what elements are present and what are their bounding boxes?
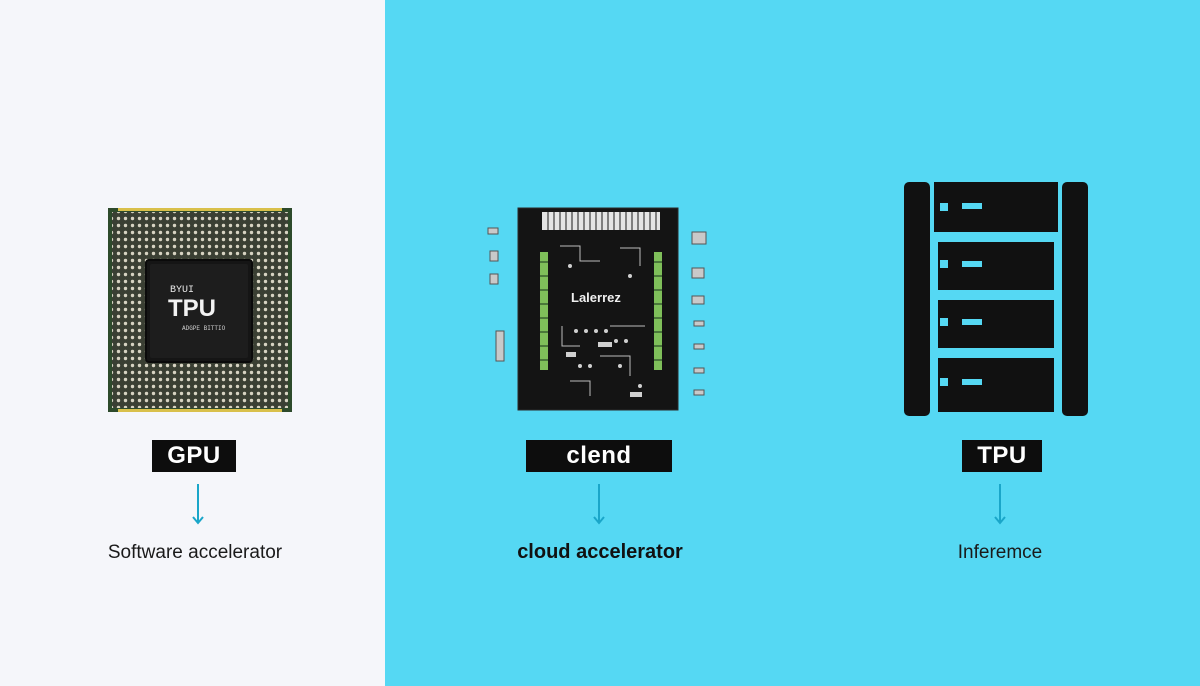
down-arrow-icon [994,484,1006,526]
caption-software-accelerator: Software accelerator [107,542,283,563]
chip-text-main: TPU [168,295,216,322]
down-arrow-icon [593,484,605,526]
chip-text-sub: ADGPE BITTIO [182,325,226,332]
label-gpu: GPU [152,440,236,472]
server-rack-icon [904,182,1088,416]
caption-cloud-accelerator: cloud accelerator [517,541,683,563]
circuit-board-icon: Lalerrez [480,206,720,412]
board-text: Lalerrez [571,290,621,305]
cpu-chip-icon: BYUI TPU ADGPE BITTIO [108,208,292,412]
label-tpu: TPU [962,440,1042,472]
chip-text-top: BYUI [170,285,194,296]
down-arrow-icon [192,484,204,526]
label-clend: clend [526,440,672,472]
caption-inferemce: Inferemce [957,542,1043,563]
